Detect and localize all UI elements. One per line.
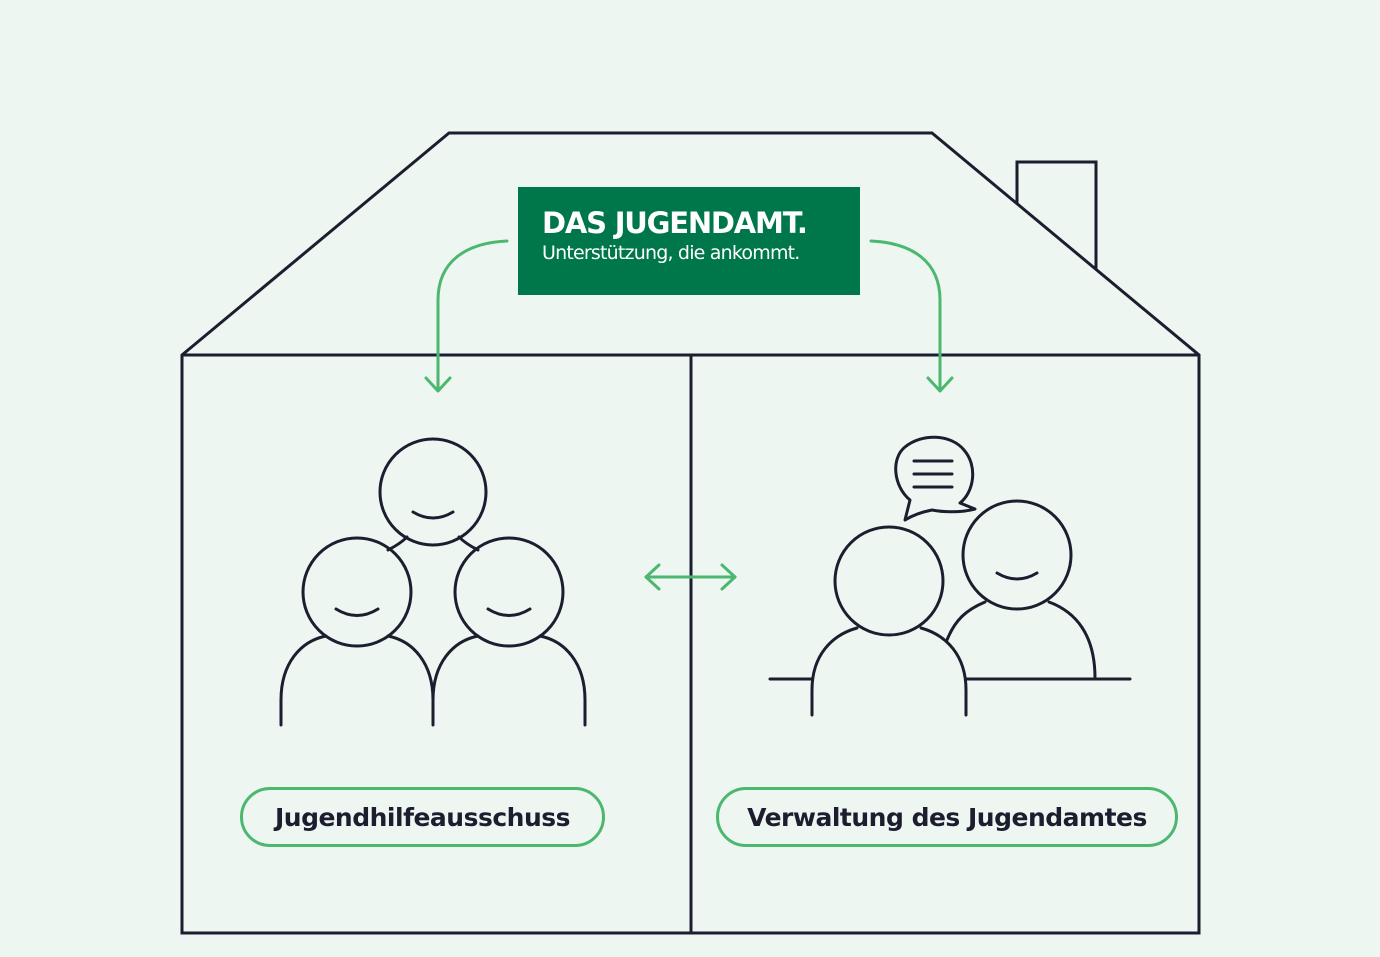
curved-arrow-down-right-icon (869, 239, 954, 393)
brand-box: DAS JUGENDAMT. Unterstützung, die ankomm… (518, 187, 860, 295)
left-room-label: Jugendhilfeausschuss (240, 787, 605, 847)
brand-subtitle: Unterstützung, die ankommt. (542, 242, 800, 264)
brand-title: DAS JUGENDAMT. (542, 206, 808, 240)
person-pair-icon (810, 499, 1097, 717)
chimney (1015, 160, 1098, 270)
double-arrow-icon (644, 563, 737, 591)
person-group-icon (279, 437, 587, 727)
speech-bubble-icon (894, 435, 977, 522)
curved-arrow-down-left-icon (424, 239, 509, 393)
right-room-label: Verwaltung des Jugendamtes (716, 787, 1178, 847)
